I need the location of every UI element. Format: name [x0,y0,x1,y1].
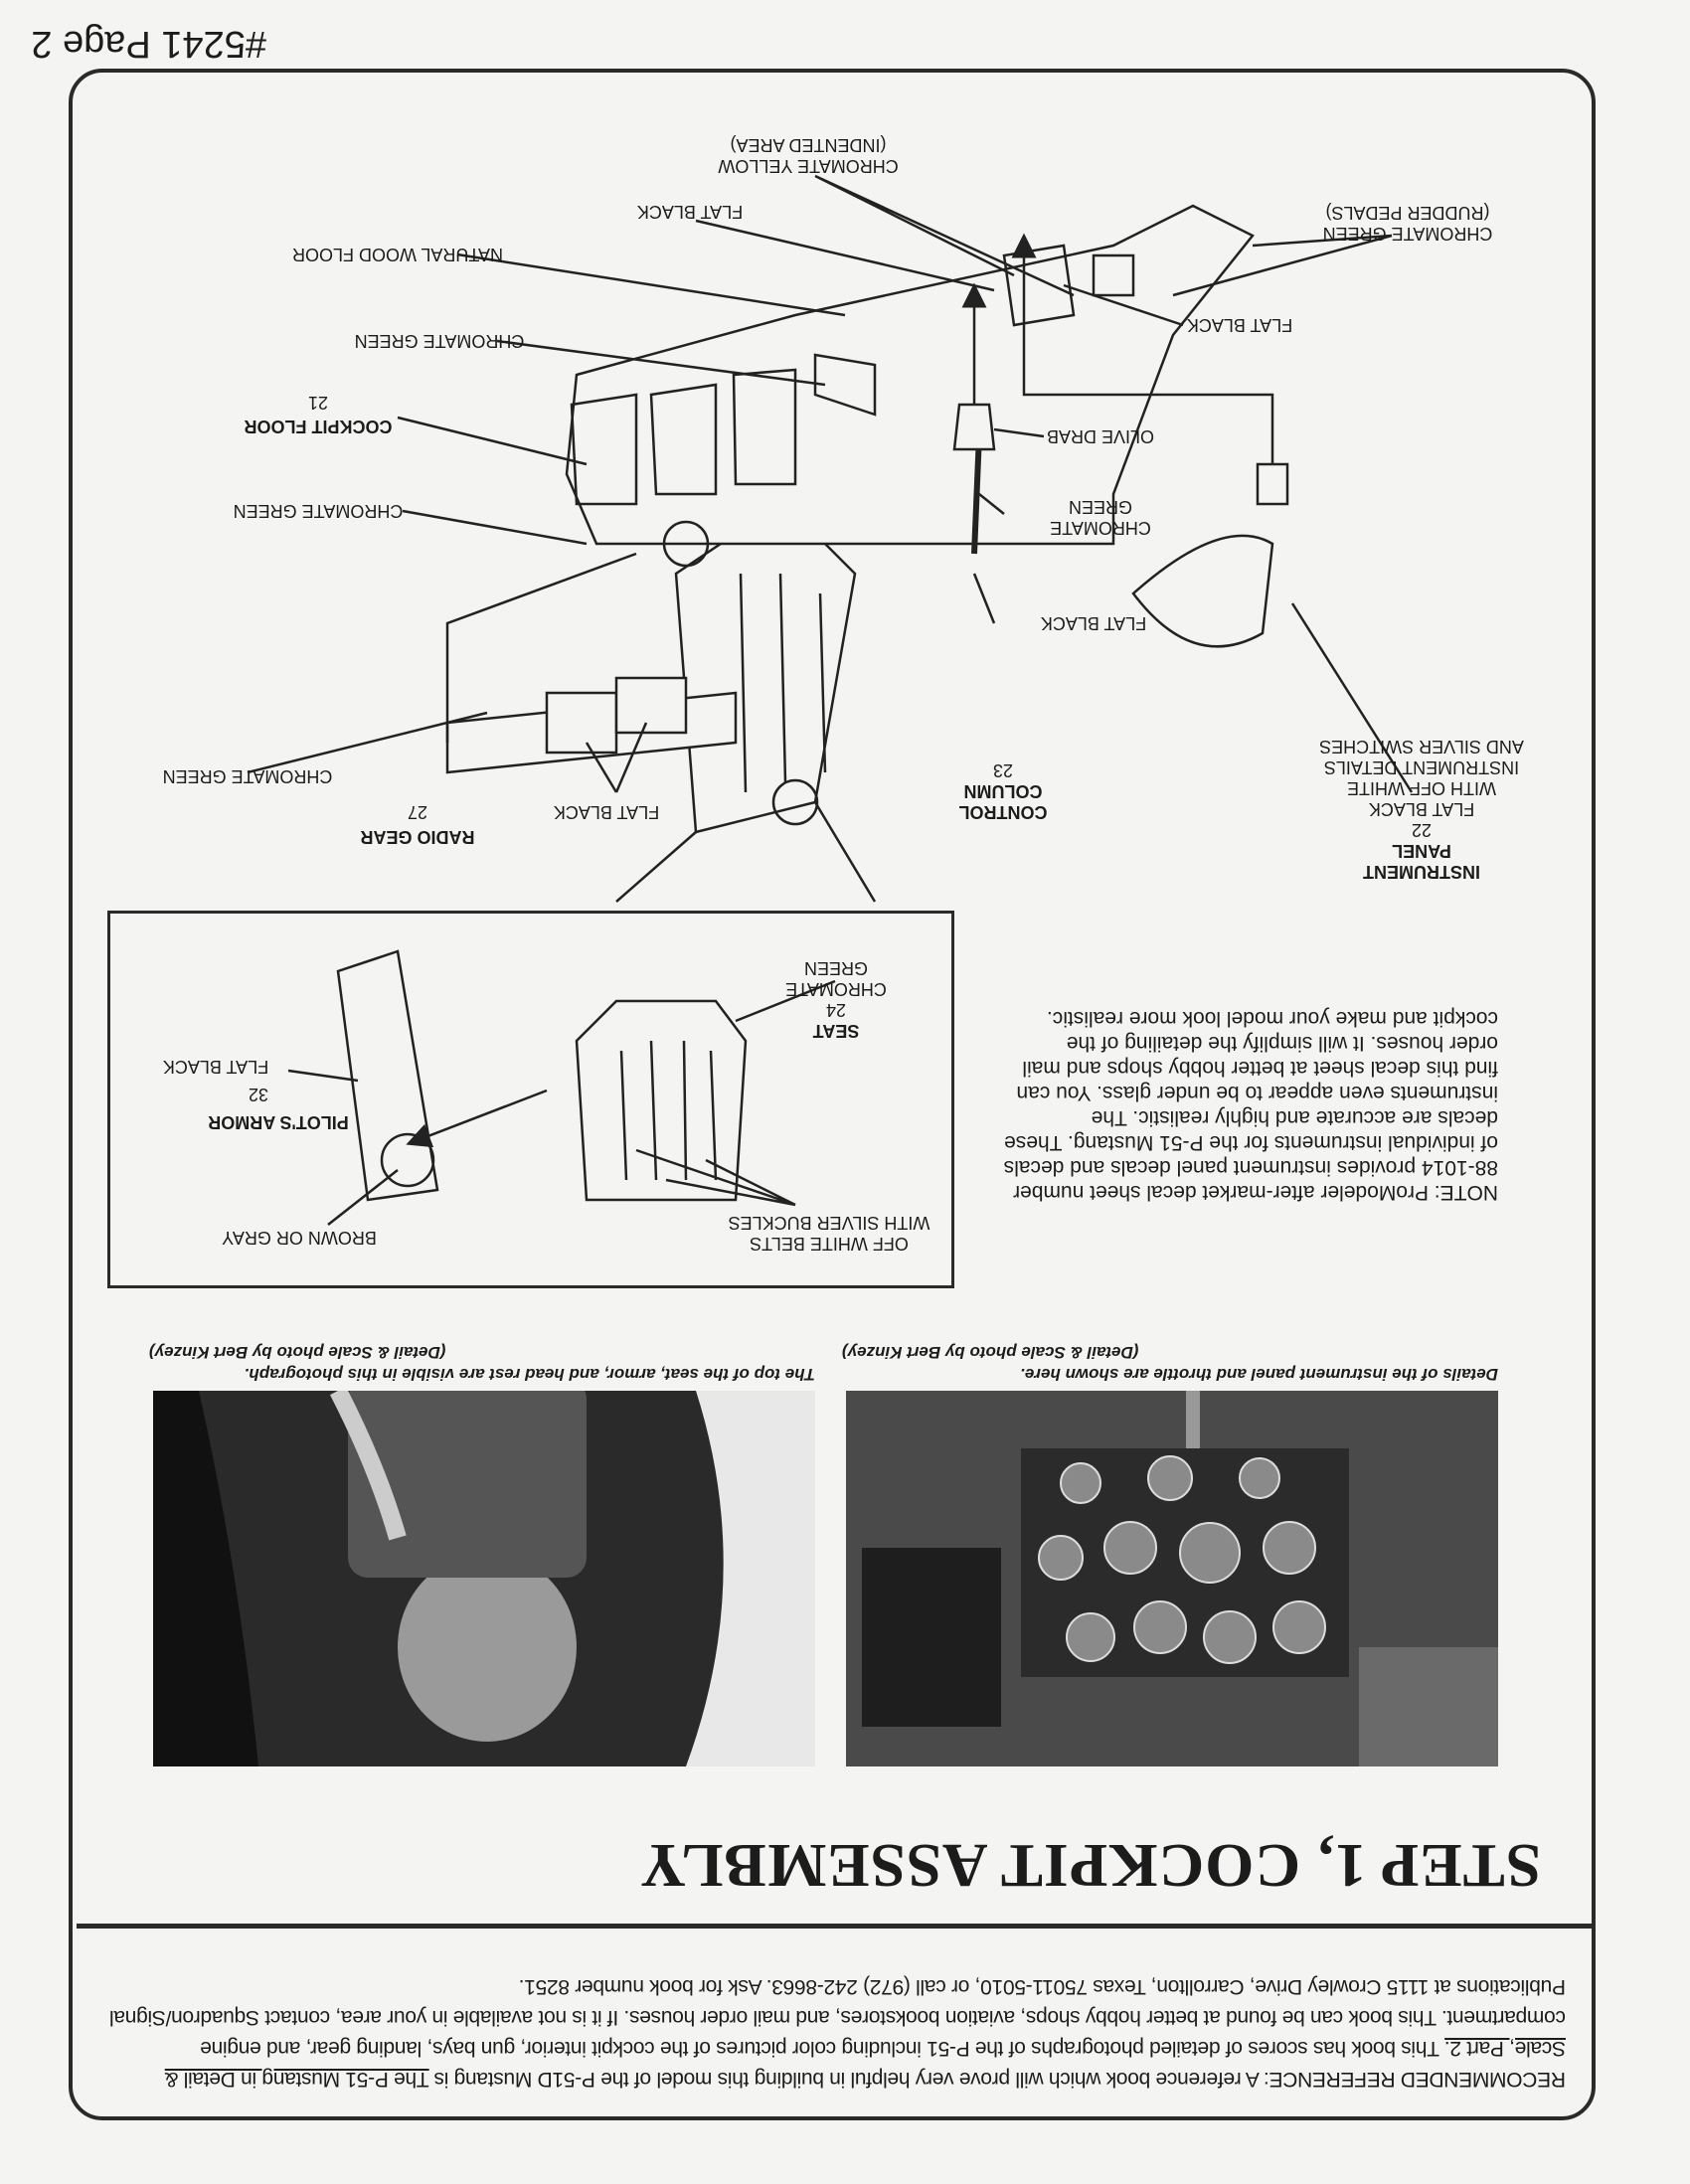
instrument-panel-photo-art [846,1391,1498,1766]
label-chromate-yellow: CHROMATE YELLOW(INDENTED AREA) [718,135,899,176]
label-armor-color: FLAT BLACK [162,1057,269,1077]
label-radio-black: FLAT BLACK [553,802,660,822]
label-radio-green: CHROMATE GREEN [162,766,333,786]
label-cockpit-floor: COCKPIT FLOOR [244,417,393,436]
label-rudder-pedals: CHROMATE GREEN(RUDDER PEDALS) [1322,203,1493,244]
label-armor-number: 32 [248,1085,269,1104]
label-wood-floor: NATURAL WOOD FLOOR [291,245,504,264]
label-pedal-black: FLAT BLACK [1186,315,1293,335]
label-chromate-green-mid: CHROMATE GREEN [354,331,525,351]
seat-drawing [674,532,857,834]
inset-armor-drawing [336,949,439,1202]
label-radio-number: 27 [407,802,428,822]
instrument-panel-photo [846,1391,1498,1766]
label-brown-or-gray: BROWN OR GRAY [222,1228,377,1248]
inset-seat-drawing [575,999,748,1202]
seat-photo [153,1391,815,1766]
label-floor-green: CHROMATE GREEN [233,501,404,521]
label-column-black: FLAT BLACK [1040,613,1147,633]
label-olive-drab: OLIVE DRAB [1046,426,1155,446]
page-number: #5241 Page 2 [31,23,266,65]
label-flat-black-top: FLAT BLACK [636,202,744,222]
label-pilots-armor: PILOT'S ARMOR [208,1112,349,1132]
seat-photo-art [153,1391,815,1766]
label-floor-number: 21 [307,393,329,413]
instrument-panel-drawing [1131,534,1274,648]
label-radio-gear: RADIO GEAR [360,827,475,847]
